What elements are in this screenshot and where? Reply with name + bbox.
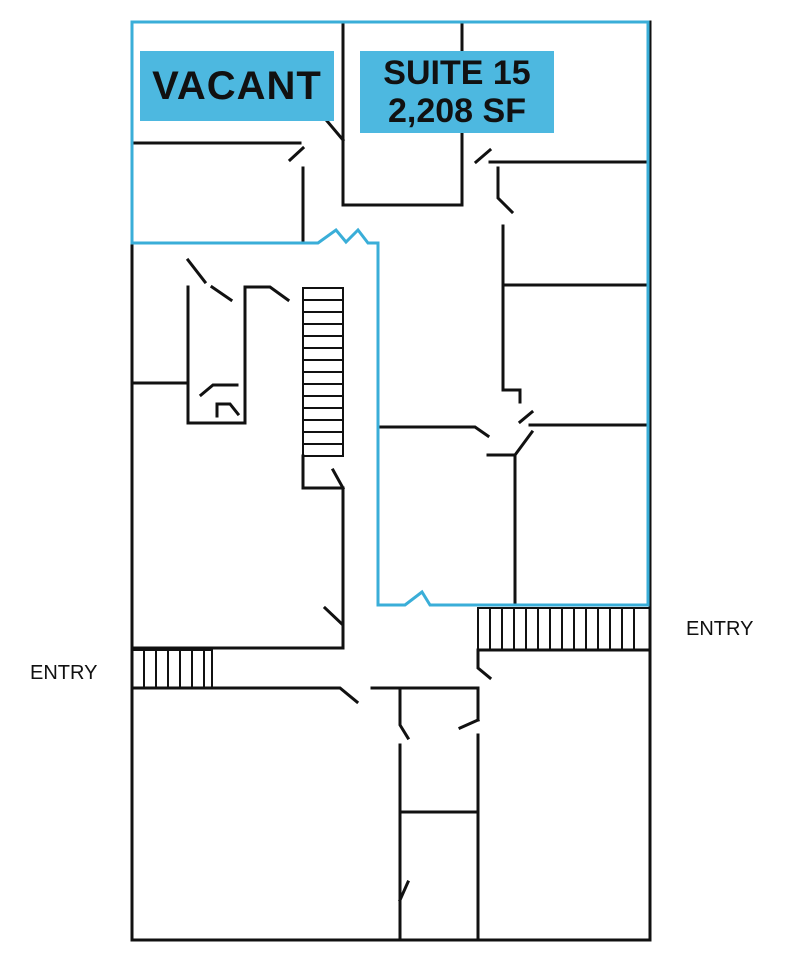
- entry-right-label: ENTRY: [686, 618, 754, 640]
- suite-outline: [130, 20, 650, 607]
- entry-left-label: ENTRY: [30, 662, 98, 684]
- building-walls: [130, 20, 652, 942]
- suite-name: SUITE 15: [383, 54, 531, 92]
- suite-area: 2,208 SF: [388, 92, 526, 130]
- vacant-label: VACANT: [140, 51, 334, 121]
- suite-label: SUITE 15 2,208 SF: [360, 51, 554, 133]
